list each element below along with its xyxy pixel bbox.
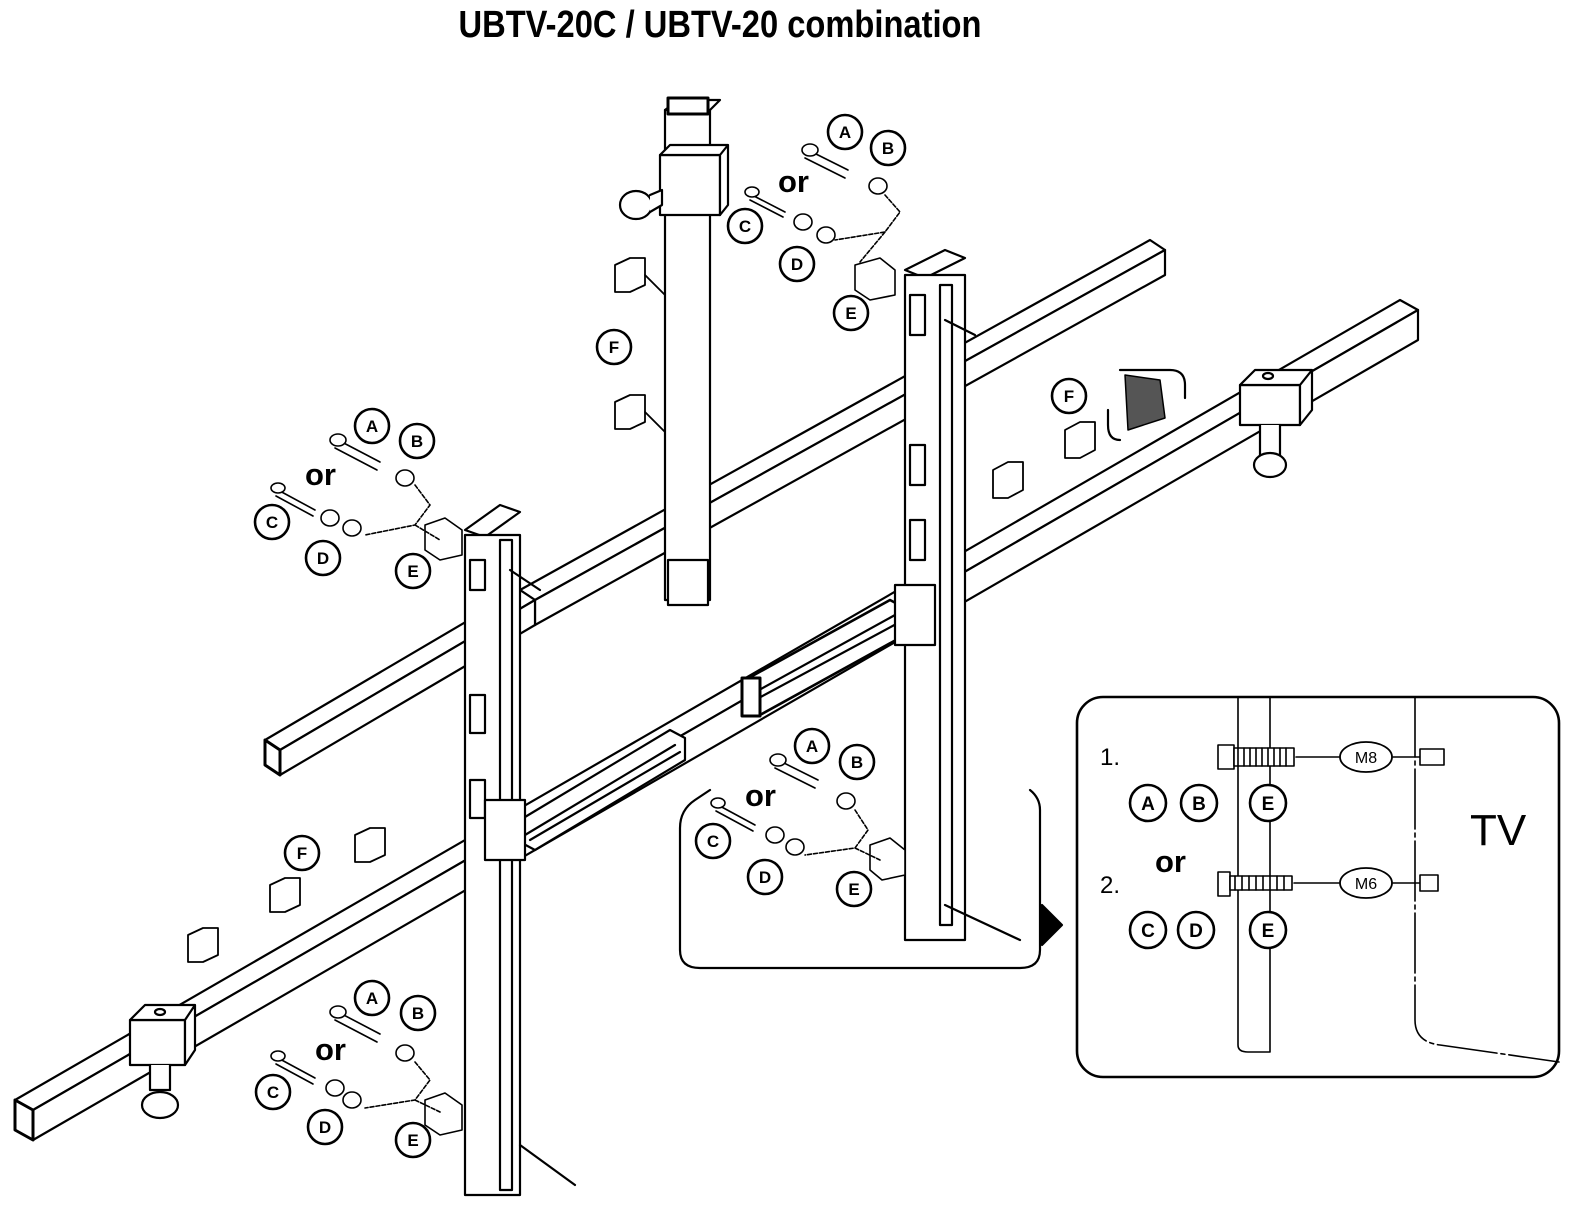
diagram-title: UBTV-20C / UBTV-20 combination: [458, 4, 982, 46]
part-label-circle-e: [835, 870, 873, 908]
arm-extension-left: [518, 728, 687, 852]
part-label-circle-c: [1128, 910, 1168, 950]
part-label-c: C: [267, 1083, 279, 1102]
or-text-bottom-left: or: [315, 1032, 346, 1067]
part-label-e: E: [407, 562, 418, 581]
hardware-left: [270, 433, 463, 561]
part-label-e: E: [848, 880, 859, 899]
part-label-circle-f: [595, 328, 633, 366]
detail-or-text: or: [1155, 844, 1186, 879]
part-label-circle-b: [399, 994, 437, 1032]
part-label-circle-c: [254, 1073, 292, 1111]
option-2-number: 2.: [1100, 872, 1120, 899]
m6-screw-badge: [1339, 867, 1393, 899]
part-label-circle-e: [394, 1121, 432, 1159]
part-label-d: D: [1189, 921, 1203, 942]
part-label-circle-a: [793, 727, 831, 765]
part-label-d: D: [317, 549, 329, 568]
hardware-bottom-left: [270, 1005, 463, 1136]
tv-label: TV: [1470, 806, 1527, 855]
hardware-bottom-center: [710, 753, 906, 881]
m6-screw-label: M6: [1355, 876, 1377, 893]
part-label-a: A: [366, 417, 378, 436]
part-label-c: C: [266, 513, 278, 532]
part-label-circle-d: [746, 858, 784, 896]
part-label-circle-f: [1050, 377, 1088, 415]
part-label-circle-f: [283, 834, 321, 872]
part-label-c: C: [1141, 921, 1155, 942]
part-label-circle-b: [838, 743, 876, 781]
part-label-f: F: [297, 844, 307, 863]
part-label-b: B: [882, 139, 894, 158]
vertical-bracket-left: [463, 503, 577, 1197]
part-label-circle-c: [694, 822, 732, 860]
part-label-circle-d: [304, 539, 342, 577]
part-label-d: D: [791, 255, 803, 274]
part-label-circle-d: [306, 1108, 344, 1146]
detail-inset-box: [1075, 695, 1561, 1079]
part-label-e: E: [845, 304, 856, 323]
part-label-e: E: [1262, 794, 1275, 815]
hardware-top-right: [744, 143, 901, 301]
or-text-bottom-center: or: [745, 778, 776, 813]
part-label-circle-d: [778, 245, 816, 283]
safety-clips: [187, 257, 1096, 963]
part-label-b: B: [412, 1004, 424, 1023]
part-label-b: B: [1192, 794, 1206, 815]
part-label-e: E: [407, 1131, 418, 1150]
part-label-circle-d: [1176, 910, 1216, 950]
option-1-number: 1.: [1100, 744, 1120, 771]
part-label-c: C: [707, 832, 719, 851]
part-label-d: D: [759, 868, 771, 887]
or-text-left: or: [305, 457, 336, 492]
part-label-circle-c: [253, 503, 291, 541]
part-label-circle-c: [726, 207, 764, 245]
part-label-circle-a: [1128, 783, 1168, 823]
callout-pointer-arrow: [1040, 903, 1064, 947]
part-label-a: A: [839, 123, 851, 142]
part-label-circle-e: [1248, 910, 1288, 950]
part-label-a: A: [806, 737, 818, 756]
part-label-circle-a: [353, 407, 391, 445]
part-label-c: C: [739, 217, 751, 236]
part-label-circle-e: [1248, 783, 1288, 823]
clamp-lower: [128, 1003, 197, 1120]
part-label-f: F: [1064, 387, 1074, 406]
part-label-circle-e: [832, 294, 870, 332]
part-label-f: F: [609, 338, 619, 357]
clip-detail-callout: [1106, 368, 1187, 442]
part-label-circle-e: [394, 552, 432, 590]
clamp-right: [1238, 368, 1314, 479]
part-label-a: A: [366, 989, 378, 1008]
zoom-callout-frame: [678, 788, 1042, 970]
clamp-upper: [618, 96, 730, 607]
part-label-e: E: [1262, 921, 1275, 942]
part-label-circle-a: [826, 113, 864, 151]
part-label-circle-b: [1179, 783, 1219, 823]
part-label-circles: A B C D E F F A B C D E A B C D E F A B C D E A B E C D E: [253, 113, 1288, 1159]
m8-screw-badge: [1339, 741, 1393, 773]
part-label-b: B: [411, 432, 423, 451]
part-label-d: D: [319, 1118, 331, 1137]
arm-extension-right: [740, 598, 907, 718]
vertical-bracket-right: [893, 248, 1022, 942]
m8-screw-label: M8: [1355, 750, 1377, 767]
part-label-circle-b: [398, 422, 436, 460]
detail-inset-drawing: [1217, 696, 1560, 1063]
or-text-top: or: [778, 164, 809, 199]
part-label-circle-a: [353, 979, 391, 1017]
part-label-circle-b: [869, 129, 907, 167]
part-label-a: A: [1141, 794, 1155, 815]
part-label-b: B: [851, 753, 863, 772]
